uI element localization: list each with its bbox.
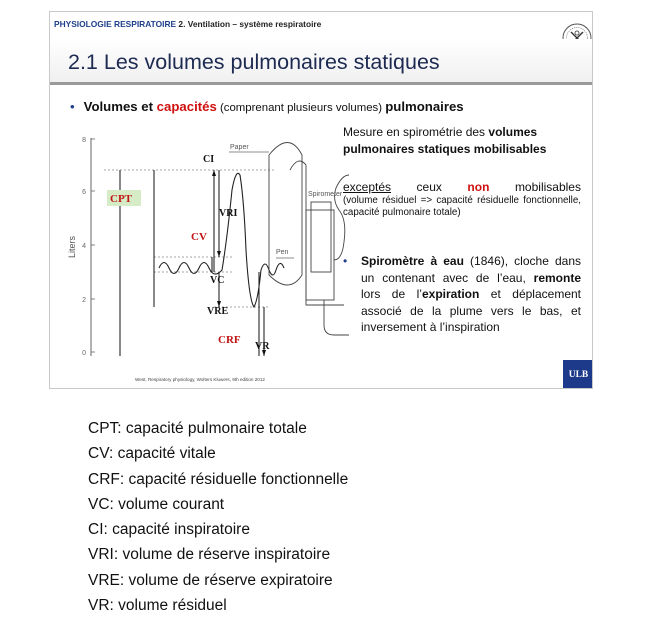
note-ceux: ceux <box>416 180 442 194</box>
chapter-name: 2. Ventilation – système respiratoire <box>178 19 322 29</box>
b2-text1: (1846), cloche dans un contenant avec de… <box>361 254 582 285</box>
label-crf: CRF <box>218 334 241 346</box>
y-axis-label: Liters <box>67 236 77 259</box>
label-cv: CV <box>191 231 207 243</box>
tick-6: 6 <box>82 189 86 196</box>
legend-item-vri: VRI: volume de réserve inspiratoire <box>88 546 331 564</box>
bullet-icon: • <box>343 254 348 268</box>
legend-item-ci: CI: capacité inspiratoire <box>88 521 250 539</box>
course-name: PHYSIOLOGIE RESPIRATOIRE <box>54 19 177 29</box>
label-vri: VRI <box>219 208 237 219</box>
cpt-label-box <box>107 190 141 206</box>
note-exceptes: exceptés <box>343 180 392 194</box>
spirogram-trace <box>158 172 285 309</box>
bullet-text-pulmonaires: pulmonaires <box>385 99 464 114</box>
main-bullet: • Volumes et capacités (comprenant plusie… <box>70 99 464 114</box>
tick-0: 0 <box>82 350 86 357</box>
ulb-logo: ULB <box>563 360 592 388</box>
slide-title: 2.1 Les volumes pulmonaires statiques <box>68 50 440 74</box>
b2-expiration: expiration <box>421 287 480 302</box>
legend-item-vre: VRE: volume de réserve expiratoire <box>88 571 333 589</box>
spirometer-label: Spirometer <box>308 191 343 198</box>
water-spirometer-bullet: • Spiromètre à eau (1846), cloche dans u… <box>343 253 581 336</box>
abbreviation-legend: CPT: capacité pulmonaire totale CV: capa… <box>88 416 348 618</box>
tick-8: 8 <box>82 137 86 144</box>
course-header: PHYSIOLOGIE RESPIRATOIRE 2. Ventilation … <box>54 19 321 29</box>
b2-spirometre: Spiromètre à eau <box>361 254 464 268</box>
slide-header: PHYSIOLOGIE RESPIRATOIRE 2. Ventilation … <box>50 12 592 53</box>
note-non: non <box>467 180 490 194</box>
pen-label: Pen <box>276 249 289 256</box>
figure-source: West, Respiratory physiology, Wolters Kl… <box>135 377 265 382</box>
bullet-text-capacites: capacités <box>156 99 217 114</box>
label-ci: CI <box>203 154 214 165</box>
tick-2: 2 <box>82 297 86 304</box>
label-vc: VC <box>210 275 224 286</box>
tick-4: 4 <box>82 243 86 250</box>
spirometry-description: Mesure en spirométrie des volumes pulmon… <box>343 124 581 157</box>
legend-item-vr: VR: volume résiduel <box>88 597 227 615</box>
exception-note: exceptés ceux non mobilisables (volume r… <box>343 180 581 219</box>
desc-intro: Mesure en spirométrie des <box>343 125 489 139</box>
b2-text3: et déplacement associé de la plume vers … <box>361 287 581 335</box>
legend-item-vc: VC: volume courant <box>88 495 225 513</box>
bullet-text-volumes: Volumes et <box>83 99 157 114</box>
desc-volumes: volumes pulmonaires statiques mobilisabl… <box>343 125 547 156</box>
paper-label: Paper <box>230 144 249 151</box>
legend-item-cv: CV: capacité vitale <box>88 445 216 463</box>
b2-text2: lors de l’ <box>361 287 422 302</box>
title-bar: 2.1 Les volumes pulmonaires statiques <box>50 39 592 85</box>
legend-item-crf: CRF: capacité résiduelle fonctionnelle <box>88 470 349 488</box>
spirometry-figure: Liters 0 2 4 6 8 <box>67 137 349 382</box>
slide: PHYSIOLOGIE RESPIRATOIRE 2. Ventilation … <box>49 11 593 389</box>
note-detail: (volume résiduel => capacité résiduelle … <box>343 195 581 218</box>
bullet-text-note: (comprenant plusieurs volumes) <box>216 102 386 114</box>
label-vr: VR <box>255 341 270 352</box>
label-cpt: CPT <box>110 193 133 205</box>
legend-item-cpt: CPT: capacité pulmonaire totale <box>88 420 307 437</box>
label-vre: VRE <box>207 306 228 317</box>
note-mobilisables: mobilisables <box>514 180 581 194</box>
b2-remonte: remonte <box>533 270 581 285</box>
bullet-icon: • <box>70 99 75 114</box>
